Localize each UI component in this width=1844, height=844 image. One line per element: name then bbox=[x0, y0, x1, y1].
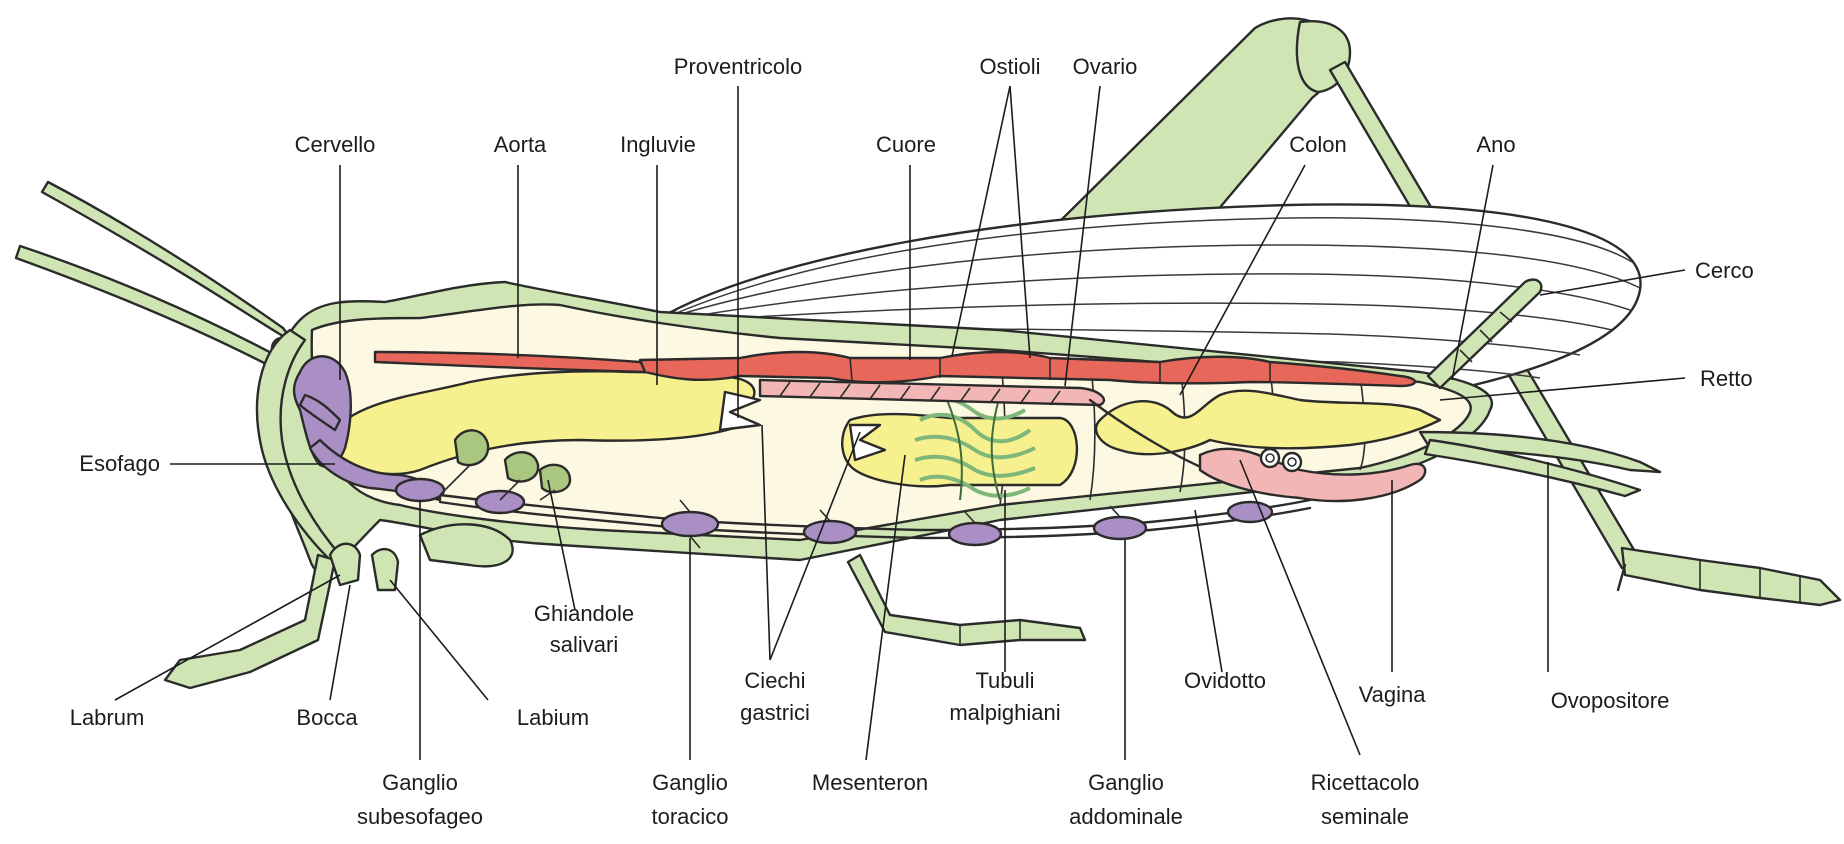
label-vagina: Vagina bbox=[1359, 682, 1427, 707]
label-ovopositore: Ovopositore bbox=[1551, 688, 1670, 713]
label-ganglio-add-2: addominale bbox=[1069, 804, 1183, 829]
label-proventricolo: Proventricolo bbox=[674, 54, 802, 79]
label-labrum: Labrum bbox=[70, 705, 145, 730]
label-ovario: Ovario bbox=[1073, 54, 1138, 79]
label-ingluvie: Ingluvie bbox=[620, 132, 696, 157]
label-cuore: Cuore bbox=[876, 132, 936, 157]
label-aorta: Aorta bbox=[494, 132, 547, 157]
label-ciechi-1: Ciechi bbox=[744, 668, 805, 693]
label-bocca: Bocca bbox=[296, 705, 358, 730]
label-ghiandole-1: Ghiandole bbox=[534, 601, 634, 626]
label-ganglio-add-1: Ganglio bbox=[1088, 770, 1164, 795]
label-ricettacolo-1: Ricettacolo bbox=[1311, 770, 1420, 795]
label-cerco: Cerco bbox=[1695, 258, 1754, 283]
label-ghiandole-2: salivari bbox=[550, 632, 618, 657]
label-colon: Colon bbox=[1289, 132, 1346, 157]
label-labium: Labium bbox=[517, 705, 589, 730]
label-retto: Retto bbox=[1700, 366, 1753, 391]
label-ganglio-sub-2: subesofageo bbox=[357, 804, 483, 829]
label-ganglio-tor-2: toracico bbox=[651, 804, 728, 829]
label-ano: Ano bbox=[1476, 132, 1515, 157]
label-tubuli-1: Tubuli bbox=[975, 668, 1034, 693]
label-ostioli: Ostioli bbox=[979, 54, 1040, 79]
label-ganglio-sub-1: Ganglio bbox=[382, 770, 458, 795]
antennae bbox=[16, 182, 292, 366]
label-ganglio-tor-1: Ganglio bbox=[652, 770, 728, 795]
label-cervello: Cervello bbox=[295, 132, 376, 157]
label-esofago: Esofago bbox=[79, 451, 160, 476]
label-tubuli-2: malpighiani bbox=[949, 700, 1060, 725]
label-mesenteron: Mesenteron bbox=[812, 770, 928, 795]
label-ovidotto: Ovidotto bbox=[1184, 668, 1266, 693]
label-ciechi-2: gastrici bbox=[740, 700, 810, 725]
label-ricettacolo-2: seminale bbox=[1321, 804, 1409, 829]
